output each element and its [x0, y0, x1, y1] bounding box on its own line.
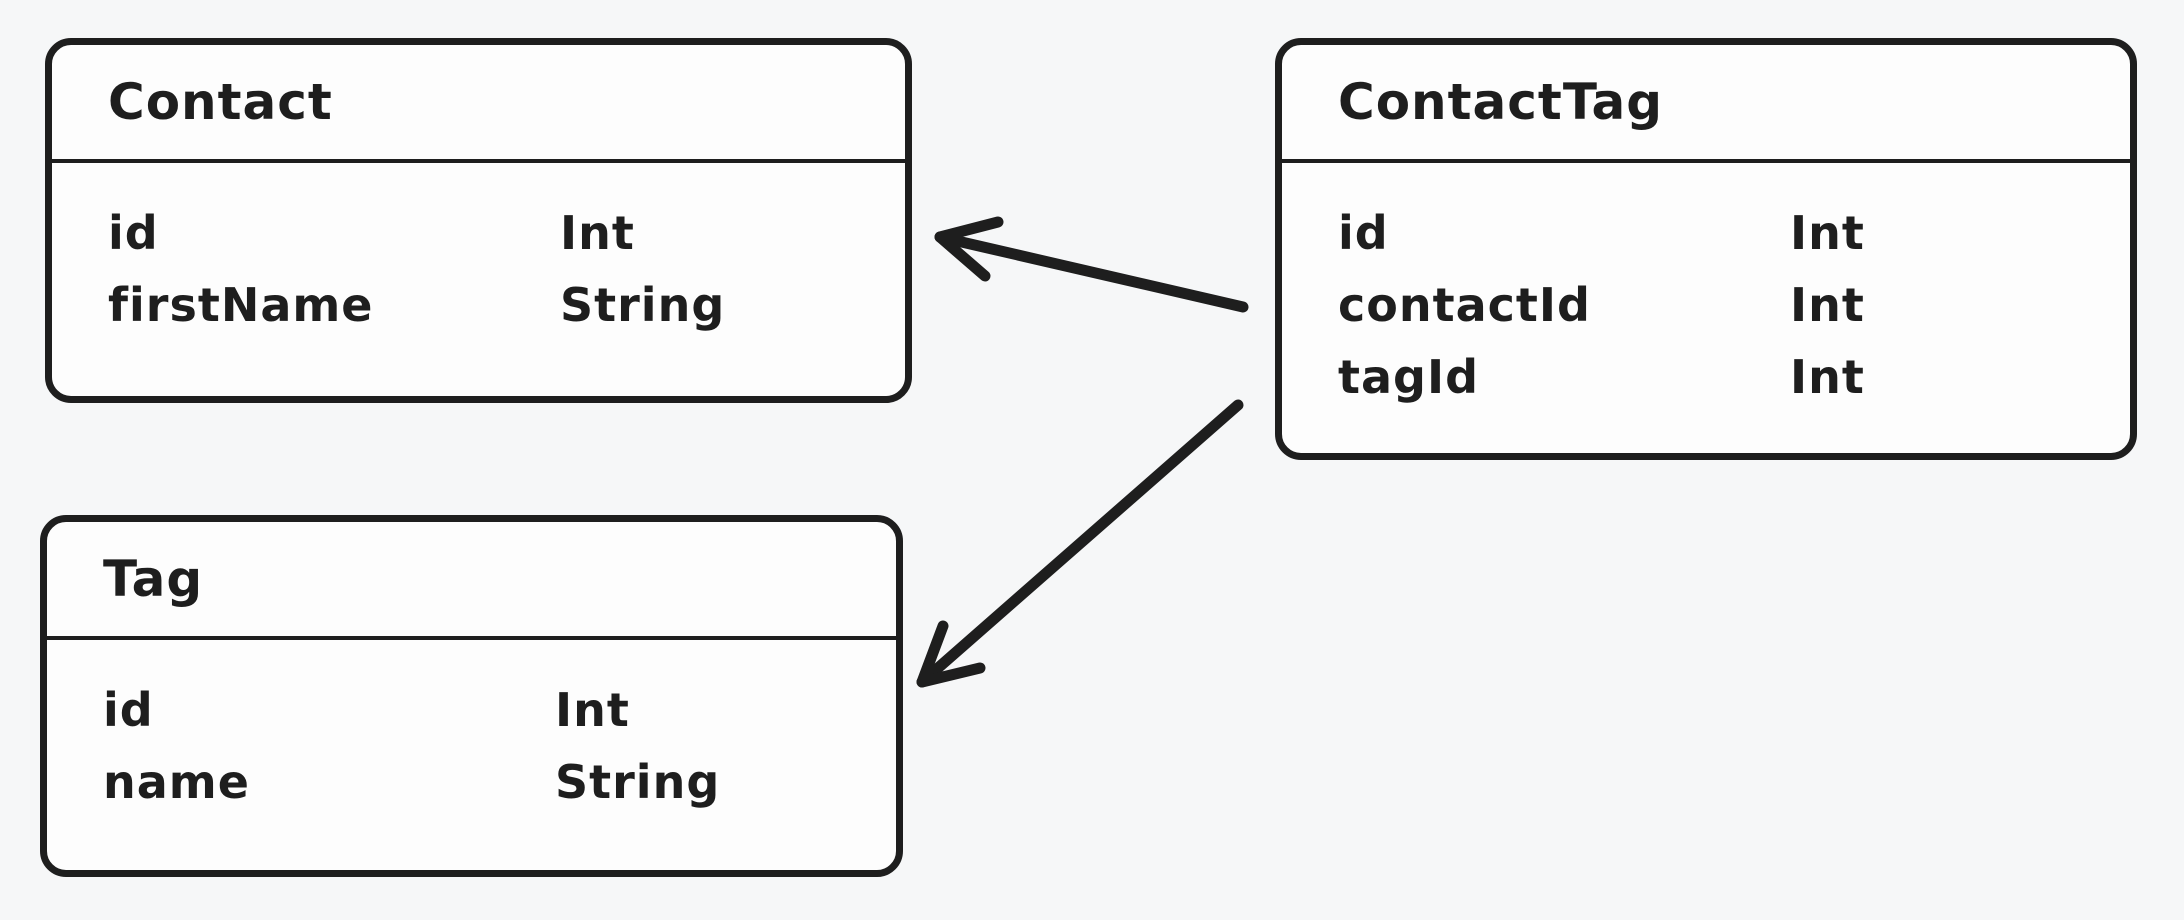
field-row: firstName String	[108, 269, 905, 341]
entity-box-contacttag[interactable]: ContactTag id Int contactId Int tagId In…	[1275, 38, 2137, 460]
field-type: Int	[560, 206, 635, 260]
entity-fields-tag: id Int name String	[47, 640, 896, 818]
entity-title-contact: Contact	[52, 45, 905, 163]
relation-arrow-contacttag-to-tag[interactable]	[916, 399, 1244, 688]
field-name: contactId	[1338, 278, 1591, 332]
field-name: id	[103, 683, 154, 737]
field-type: String	[555, 755, 721, 809]
field-row: id Int	[1338, 197, 2130, 269]
field-row: tagId Int	[1338, 341, 2130, 413]
field-name: tagId	[1338, 350, 1480, 404]
entity-title-tag: Tag	[47, 522, 896, 640]
field-row: contactId Int	[1338, 269, 2130, 341]
field-row: name String	[103, 746, 896, 818]
relation-arrow-contacttag-to-contact[interactable]	[934, 216, 1249, 313]
field-name: id	[1338, 206, 1389, 260]
entity-fields-contact: id Int firstName String	[52, 163, 905, 341]
entity-box-contact[interactable]: Contact id Int firstName String	[45, 38, 912, 403]
entity-title-contacttag: ContactTag	[1282, 45, 2130, 163]
field-type: String	[560, 278, 726, 332]
entity-fields-contacttag: id Int contactId Int tagId Int	[1282, 163, 2130, 413]
field-type: Int	[1790, 206, 1865, 260]
field-row: id Int	[103, 674, 896, 746]
field-type: Int	[1790, 278, 1865, 332]
field-name: name	[103, 755, 250, 809]
field-name: firstName	[108, 278, 374, 332]
field-type: Int	[555, 683, 630, 737]
field-row: id Int	[108, 197, 905, 269]
field-name: id	[108, 206, 159, 260]
field-type: Int	[1790, 350, 1865, 404]
entity-box-tag[interactable]: Tag id Int name String	[40, 515, 903, 877]
